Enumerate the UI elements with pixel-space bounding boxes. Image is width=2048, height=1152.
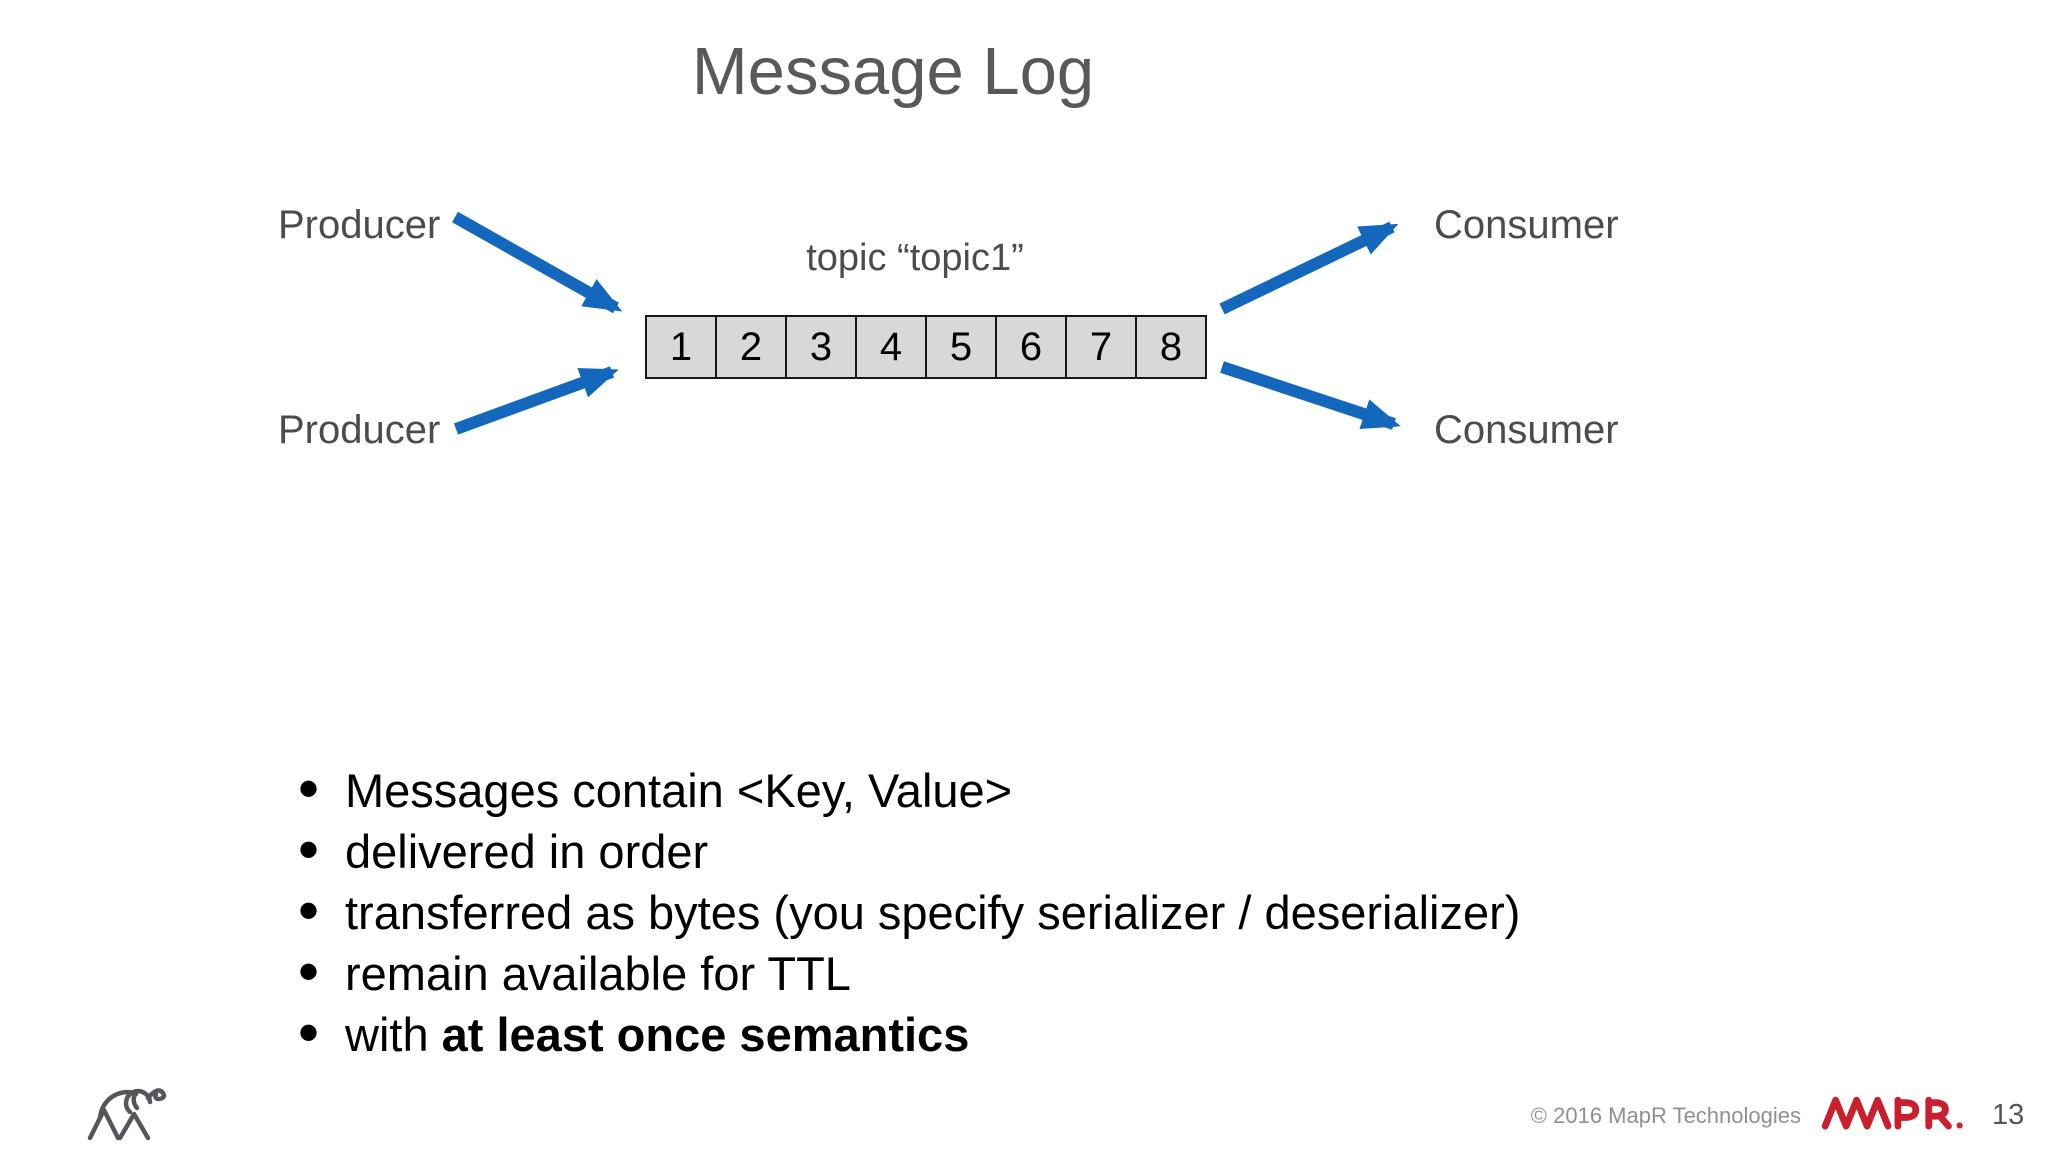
- bullet-item: Messages contain <Key, Value>: [298, 760, 1520, 821]
- log-cell-4: 4: [855, 315, 927, 379]
- bullet-item: remain available for TTL: [298, 943, 1520, 1004]
- consumer-label-bottom: Consumer: [1434, 408, 1619, 452]
- log-cell-8: 8: [1135, 315, 1207, 379]
- hadoop-elephant-icon: [87, 1088, 167, 1141]
- bullet-text: remain available for TTL: [345, 947, 851, 1000]
- bullet-text: with: [345, 1008, 442, 1061]
- page-number: 13: [1992, 1099, 2025, 1131]
- bullet-item: delivered in order: [298, 821, 1520, 882]
- bullet-item: with at least once semantics: [298, 1004, 1520, 1065]
- arrow-consumer-bottom: [1220, 361, 1401, 430]
- bullet-text: delivered in order: [345, 825, 709, 878]
- log-cell-5: 5: [925, 315, 997, 379]
- message-log-row: 1 2 3 4 5 6 7 8: [645, 315, 1207, 379]
- arrow-consumer-top: [1219, 221, 1399, 315]
- topic-label: topic “topic1”: [806, 237, 1024, 279]
- log-cell-6: 6: [995, 315, 1067, 379]
- bullet-text: transferred as bytes (you specify serial…: [345, 886, 1521, 939]
- log-cell-1: 1: [645, 315, 717, 379]
- bullet-item: transferred as bytes (you specify serial…: [298, 882, 1520, 943]
- bullet-list: Messages contain <Key, Value> delivered …: [298, 760, 1520, 1065]
- consumer-label-top: Consumer: [1434, 203, 1619, 247]
- log-cell-7: 7: [1065, 315, 1137, 379]
- copyright-text: © 2016 MapR Technologies: [1530, 1103, 1801, 1128]
- mapr-logo-icon: [1821, 1096, 1963, 1130]
- bullet-text-bold: at least once semantics: [441, 1008, 970, 1061]
- log-cell-2: 2: [715, 315, 787, 379]
- page-title: Message Log: [691, 34, 1095, 109]
- arrow-producer-bottom: [453, 366, 619, 435]
- bullet-text: Messages contain <Key, Value>: [345, 764, 1013, 817]
- log-cell-3: 3: [785, 315, 857, 379]
- arrow-producer-top: [452, 211, 623, 314]
- producer-label-top: Producer: [278, 203, 441, 247]
- producer-label-bottom: Producer: [278, 408, 441, 452]
